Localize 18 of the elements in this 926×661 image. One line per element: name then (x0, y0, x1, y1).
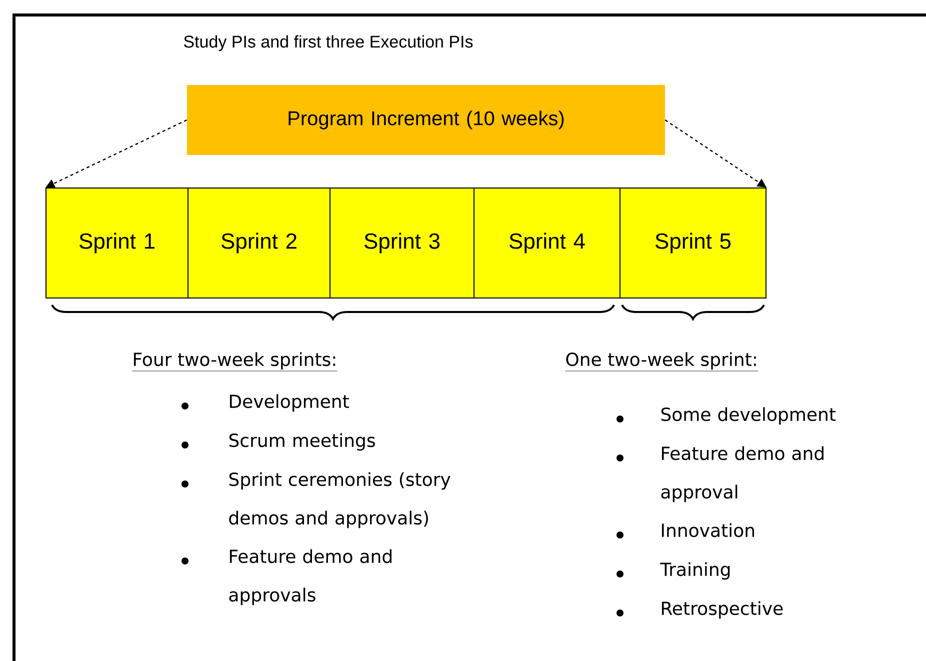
list-item: Feature demo and approval (661, 446, 824, 502)
sprint-box: Sprint 2 (188, 188, 330, 298)
sprint-box: Sprint 5 (620, 188, 766, 298)
list-item: Feature demo and approvals (229, 549, 392, 606)
list-item: Innovation (662, 523, 754, 538)
list-item: Training (660, 562, 730, 580)
sprint-box: Sprint 4 (474, 188, 620, 298)
list-item: Sprint ceremonies (story demos and approvals) (229, 472, 450, 528)
sprint-box: Sprint 1 (46, 188, 188, 298)
program-increment-box: Program Increment (10 weeks) (187, 85, 665, 155)
sprint-box: Sprint 3 (330, 188, 474, 298)
diagram-title: Study PIs and first three Execution PIs (184, 35, 473, 52)
list-heading: One two-week sprint: (565, 352, 758, 372)
list-heading: Four two-week sprints: (132, 352, 338, 372)
list-item: Scrum meetings (229, 433, 375, 451)
list-item: Retrospective (662, 601, 783, 619)
list-item: Some development (661, 407, 836, 425)
list-item: Development (230, 394, 349, 412)
